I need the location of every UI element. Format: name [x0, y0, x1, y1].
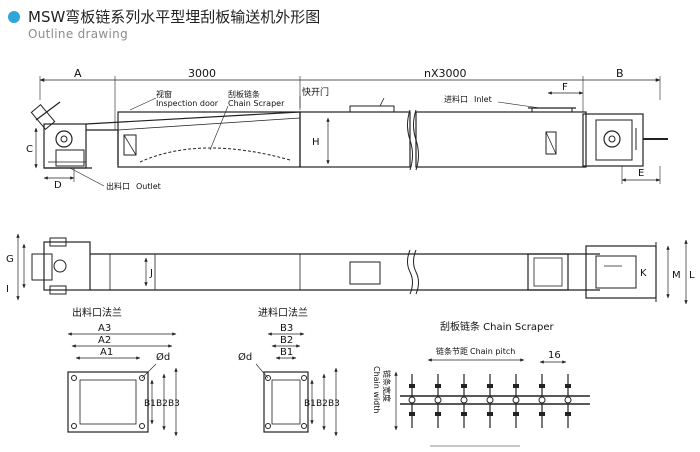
- scraper-tip: [487, 412, 493, 416]
- outlet-dim-b3: B3: [168, 399, 180, 409]
- dim-j-label: J: [149, 268, 153, 279]
- dim-f-label: F: [562, 82, 568, 93]
- chain-scraper-en: Chain Scraper: [228, 99, 285, 108]
- chain-pitch-cn: 链条节距: [436, 346, 468, 356]
- chain-pin: [408, 396, 416, 404]
- scraper-tip: [539, 384, 545, 388]
- chain-pin: [538, 396, 546, 404]
- outlet-dim-b1: B1: [144, 399, 156, 409]
- scraper-tip: [409, 412, 415, 416]
- chain-links: [408, 374, 572, 428]
- outlet-dim-od: Ød: [156, 351, 170, 363]
- side-view: [30, 76, 668, 187]
- outlet-dim-a3: A3: [98, 323, 111, 334]
- dim-3000-label: 3000: [188, 67, 216, 80]
- scraper-tip: [487, 384, 493, 388]
- scraper-tip: [513, 412, 519, 416]
- chain-pin: [434, 396, 442, 404]
- inlet-en: Inlet: [474, 95, 492, 104]
- chain-width-en: Chain width: [372, 366, 381, 413]
- scraper-tip: [565, 384, 571, 388]
- inlet-dim-b2-side: B2: [316, 399, 328, 409]
- inlet-dim-b1-side: B1: [304, 399, 316, 409]
- inlet-dim-b1: B1: [280, 347, 293, 358]
- dim-i-label: I: [6, 284, 9, 295]
- chain-scraper-drawing: [394, 358, 590, 447]
- dim-h-label: H: [312, 137, 320, 148]
- chain-scraper-cn: 刮板链条: [228, 89, 260, 99]
- chain-pin: [564, 396, 572, 404]
- inlet-flange-title: 进料口法兰: [258, 306, 308, 319]
- scraper-tip: [461, 384, 467, 388]
- chain-pin: [460, 396, 468, 404]
- dim-g-label: G: [6, 254, 14, 265]
- inlet-dim-b3: B3: [280, 323, 293, 334]
- chain-detail-title: 刮板链条 Chain Scraper: [440, 320, 555, 333]
- dim-e-label: E: [638, 168, 644, 179]
- page-subtitle: Outline drawing: [28, 27, 129, 41]
- scraper-tip: [513, 384, 519, 388]
- outlet-cn: 出料口: [106, 181, 130, 191]
- dim-nx3000-label: nX3000: [424, 67, 467, 80]
- chain-width-cn: 链条宽度: [382, 370, 392, 402]
- header-bullet-icon: [8, 11, 20, 23]
- dim-k-label: K: [640, 268, 647, 279]
- page-title: MSW弯板链系列水平型埋刮板输送机外形图: [28, 8, 321, 26]
- dim-d-label: D: [54, 180, 62, 191]
- outlet-dim-a2: A2: [98, 335, 111, 346]
- inspection-door-cn: 视窗: [156, 89, 172, 99]
- inlet-cn: 进料口: [444, 94, 468, 104]
- scraper-tip: [409, 384, 415, 388]
- outlet-dim-b2: B2: [156, 399, 168, 409]
- chain-pin: [486, 396, 494, 404]
- chain-pin: [512, 396, 520, 404]
- scraper-tip: [435, 412, 441, 416]
- scraper-tip: [539, 412, 545, 416]
- inlet-dim-b2: B2: [280, 335, 293, 346]
- scraper-tip: [461, 412, 467, 416]
- inlet-dim-b3-side: B3: [328, 399, 340, 409]
- inspection-door-en: Inspection door: [156, 99, 219, 108]
- dim-m-label: M: [672, 270, 681, 281]
- inlet-dim-od: Ød: [238, 351, 252, 363]
- dim-a-label: A: [74, 67, 82, 80]
- outlet-flange-drawing: [67, 332, 178, 437]
- scraper-tip: [435, 384, 441, 388]
- dim-l-label: L: [689, 270, 695, 281]
- plan-view: [16, 233, 688, 305]
- dim-b-label: B: [616, 67, 624, 80]
- outlet-flange-title: 出料口法兰: [72, 306, 122, 319]
- chain-dim-16: 16: [548, 350, 561, 361]
- quick-door-label: 快开门: [302, 86, 329, 98]
- outlet-dim-a1: A1: [100, 347, 113, 358]
- scraper-tip: [565, 412, 571, 416]
- chain-pitch-en: Chain pitch: [470, 347, 515, 356]
- dim-c-label: C: [26, 144, 33, 155]
- inlet-flange-drawing: [255, 332, 338, 437]
- outlet-en: Outlet: [136, 182, 161, 191]
